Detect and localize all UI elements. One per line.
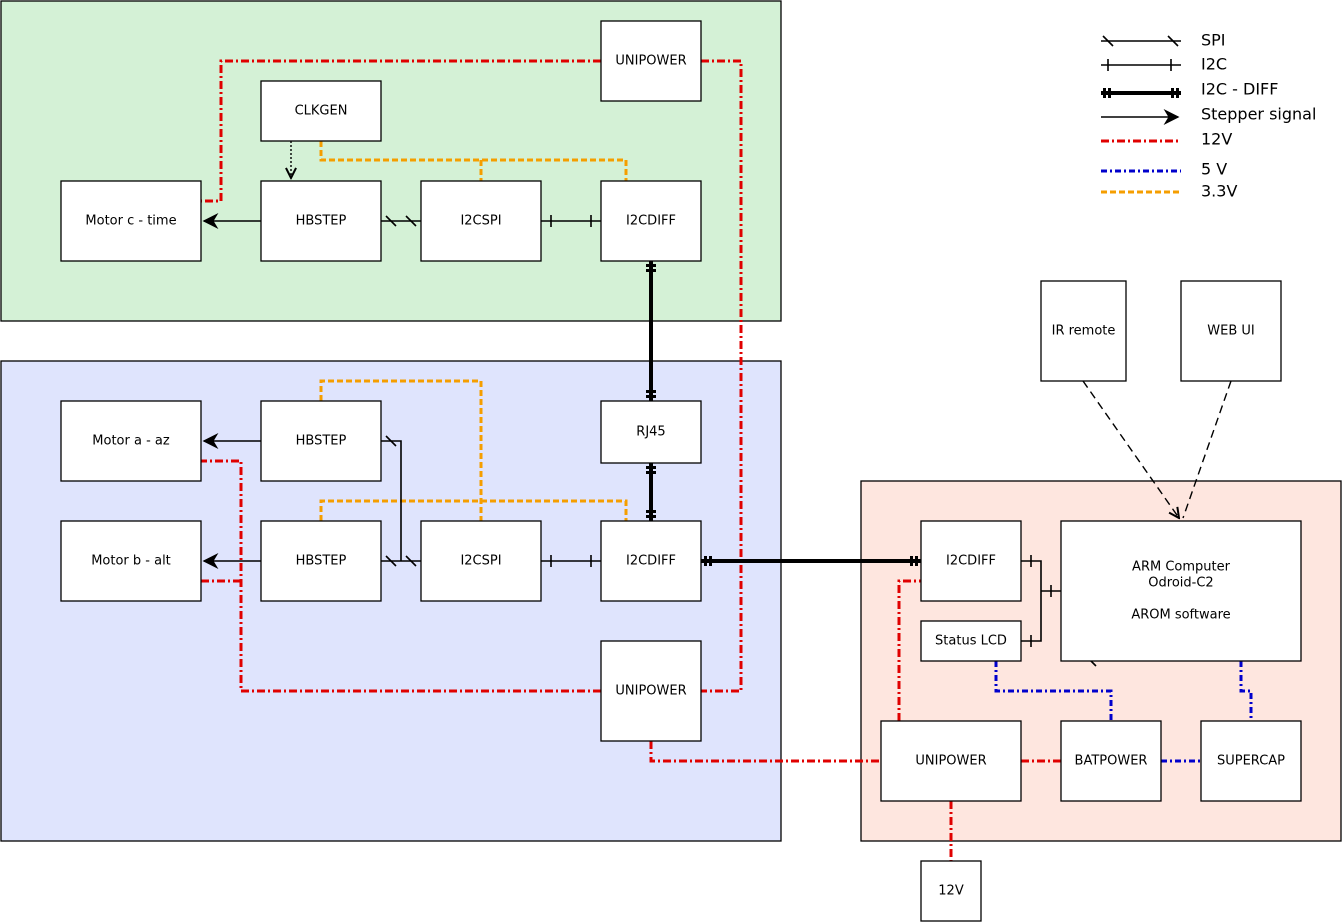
box-i2cspi-top-label: I2CSPI [460, 214, 501, 229]
box-ir-remote-label: IR remote [1052, 324, 1116, 339]
box-unipower-top: UNIPOWER [600, 20, 702, 102]
box-motor-b-frame [60, 520, 202, 602]
box-ir-remote: IR remote [1040, 280, 1127, 382]
legend-5v: 5 V [1201, 160, 1227, 179]
legend-i2c: I2C [1201, 55, 1227, 74]
box-hbstep-b-label: HBSTEP [296, 554, 347, 569]
box-arm-label: ARM Computer [1132, 560, 1231, 575]
box-i2cdiff-right-label: I2CDIFF [946, 554, 996, 569]
box-hbstep-b: HBSTEP [260, 520, 382, 602]
box-supercap: SUPERCAP [1200, 720, 1302, 802]
box-hbstep-top-label: HBSTEP [296, 214, 347, 229]
box-unipower-right-label: UNIPOWER [915, 754, 986, 769]
spi-lines [381, 215, 421, 567]
i2c-diff-ends [646, 264, 918, 566]
legend-12v: 12V [1201, 130, 1232, 149]
box-arm-frame [1060, 520, 1302, 662]
legend-spi: SPI [1201, 31, 1226, 50]
box-motor-b-label: Motor b - alt [91, 554, 171, 569]
box-i2cspi-top: I2CSPI [420, 180, 542, 262]
box-web-ui: WEB UI [1180, 280, 1282, 382]
box-rj45-frame [600, 400, 702, 464]
box-unipower-right: UNIPOWER [880, 720, 1022, 802]
box-hbstep-a: HBSTEP [260, 400, 382, 482]
box-i2cdiff-right: I2CDIFF [920, 520, 1022, 602]
legend: SPI I2C I2C - DIFF Stepper signal 12V 5 … [1101, 31, 1316, 201]
box-unipower-bottom-frame [600, 640, 702, 742]
legend-i2c-diff: I2C - DIFF [1201, 80, 1278, 99]
stepper-arrows [202, 213, 261, 569]
box-unipower-top-frame [600, 20, 702, 102]
box-clkgen-frame [260, 80, 382, 142]
v5-lines [994, 661, 1253, 763]
box-status-lcd-label: Status LCD [935, 634, 1007, 649]
box-v12-input: 12V [920, 860, 982, 922]
box-ir-remote-frame [1040, 280, 1127, 382]
box-i2cdiff-bottom-label: I2CDIFF [626, 554, 676, 569]
box-i2cdiff-bottom: I2CDIFF [600, 520, 702, 602]
box-hbstep-top: HBSTEP [260, 180, 382, 262]
box-hbstep-b-frame [260, 520, 382, 602]
legend-stepper: Stepper signal [1201, 105, 1316, 124]
box-unipower-bottom: UNIPOWER [600, 640, 702, 742]
box-clkgen: CLKGEN [260, 80, 382, 142]
box-hbstep-a-label: HBSTEP [296, 434, 347, 449]
box-status-lcd-frame [920, 620, 1022, 662]
box-batpower: BATPOWER [1060, 720, 1162, 802]
box-batpower-frame [1060, 720, 1162, 802]
box-v12-input-label: 12V [938, 884, 964, 899]
box-i2cspi-top-frame [420, 180, 542, 262]
box-unipower-right-frame [880, 720, 1022, 802]
box-web-ui-label: WEB UI [1207, 324, 1254, 339]
box-unipower-bottom-label: UNIPOWER [615, 684, 686, 699]
box-v12-input-frame [920, 860, 982, 922]
box-hbstep-top-frame [260, 180, 382, 262]
legend-33v: 3.3V [1201, 182, 1237, 201]
box-i2cspi-bottom-frame [420, 520, 542, 602]
box-i2cdiff-top: I2CDIFF [600, 180, 702, 262]
box-rj45: RJ45 [600, 400, 702, 464]
box-hbstep-a-frame [260, 400, 382, 482]
box-motor-c: Motor c - time [60, 180, 202, 262]
wireless-links [1082, 380, 1232, 518]
box-i2cdiff-top-label: I2CDIFF [626, 214, 676, 229]
box-i2cspi-bottom-label: I2CSPI [460, 554, 501, 569]
box-i2cdiff-right-frame [920, 520, 1022, 602]
box-motor-a-frame [60, 400, 202, 482]
box-motor-c-label: Motor c - time [85, 214, 176, 229]
box-i2cspi-bottom: I2CSPI [420, 520, 542, 602]
box-rj45-label: RJ45 [636, 425, 665, 440]
v33-lines [319, 141, 628, 521]
box-i2cdiff-top-frame [600, 180, 702, 262]
box-arm-label: Odroid-C2 [1148, 576, 1213, 591]
box-motor-c-frame [60, 180, 202, 262]
box-supercap-label: SUPERCAP [1217, 754, 1285, 769]
box-motor-a: Motor a - az [60, 400, 202, 482]
box-supercap-frame [1200, 720, 1302, 802]
box-i2cdiff-bottom-frame [600, 520, 702, 602]
v12-lines [201, 59, 1061, 861]
box-web-ui-frame [1180, 280, 1282, 382]
box-batpower-label: BATPOWER [1075, 754, 1148, 769]
box-arm-label: AROM software [1131, 608, 1230, 623]
box-clkgen-label: CLKGEN [295, 104, 348, 119]
box-unipower-top-label: UNIPOWER [615, 54, 686, 69]
box-motor-b: Motor b - alt [60, 520, 202, 602]
box-status-lcd: Status LCD [920, 620, 1022, 662]
box-motor-a-label: Motor a - az [92, 434, 170, 449]
